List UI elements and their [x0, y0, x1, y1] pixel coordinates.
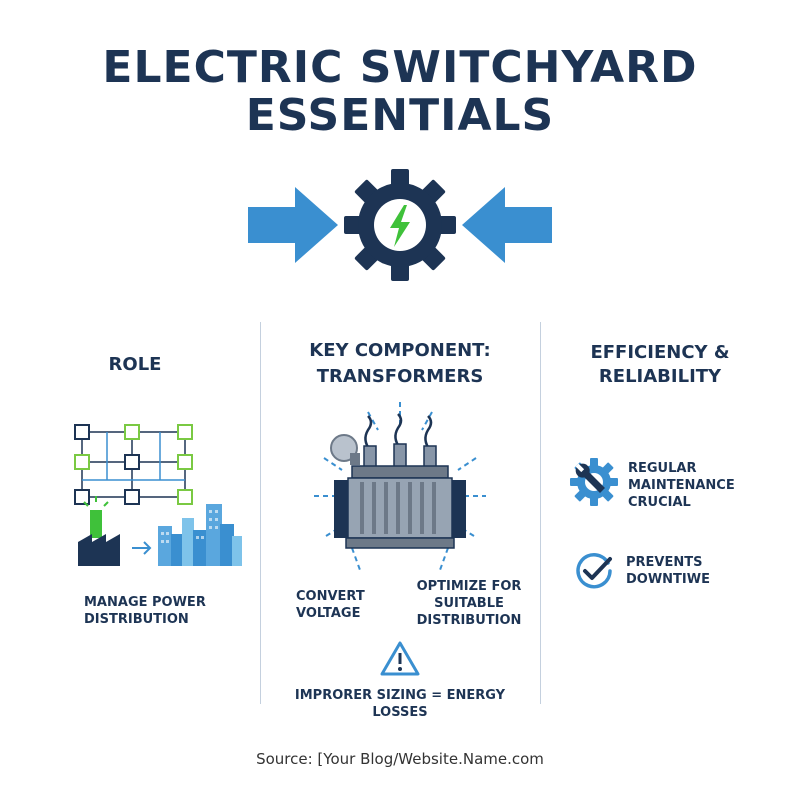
- component-right-caption-line2: SUITABLE: [434, 596, 504, 611]
- transformer-icon: [314, 402, 486, 571]
- column-divider-right: [540, 322, 541, 704]
- role-caption-line2: DISTRIBUTION: [84, 612, 189, 627]
- efficiency-item1-line1: REGULAR: [628, 461, 697, 476]
- arrow-right-icon: [132, 541, 152, 555]
- arrow-right-icon: [248, 187, 338, 263]
- efficiency-title-line2: RELIABILITY: [598, 366, 722, 387]
- arrow-left-icon: [462, 187, 552, 263]
- role-caption-line1: MANAGE POWER: [84, 595, 206, 610]
- component-left-caption-line2: VOLTAGE: [296, 606, 361, 621]
- page-title-line2: ESSENTIALS: [245, 90, 555, 141]
- network-grid-icon: [74, 424, 193, 505]
- header-graphic: [248, 169, 552, 281]
- component-left-caption-line1: CONVERT: [296, 589, 365, 604]
- efficiency-item2-line2: DOWNTIWE: [626, 572, 710, 587]
- efficiency-item1-line2: MAINTENANCE: [628, 478, 735, 493]
- role-illustration: [78, 496, 242, 566]
- source-caption: Source: [Your Blog/Website.Name.com: [256, 750, 544, 768]
- component-title-line2: TRANSFORMERS: [316, 366, 484, 387]
- efficiency-item1-line3: CRUCIAL: [628, 495, 691, 510]
- city-buildings-icon: [158, 504, 242, 566]
- column-divider-left: [260, 322, 261, 704]
- warning-text: IMPRORER SIZING = ENERGY LOSSES: [294, 688, 506, 720]
- checkmark-circle-icon: [576, 553, 612, 589]
- page-title-line1: ELECTRIC SWITCHYARD: [102, 42, 698, 93]
- efficiency-item2-line1: PREVENTS: [626, 555, 703, 570]
- component-title-line1: KEY COMPONENT:: [309, 340, 491, 361]
- gear-lightning-icon: [344, 169, 456, 281]
- factory-icon: [78, 496, 120, 566]
- warning-icon: [380, 641, 420, 676]
- component-right-caption-line1: OPTIMIZE FOR: [416, 579, 522, 594]
- gear-wrench-icon: [570, 458, 618, 506]
- role-title: ROLE: [108, 354, 162, 375]
- efficiency-title-line1: EFFICIENCY &: [590, 342, 730, 363]
- component-right-caption-line3: DISTRIBUTION: [416, 613, 522, 628]
